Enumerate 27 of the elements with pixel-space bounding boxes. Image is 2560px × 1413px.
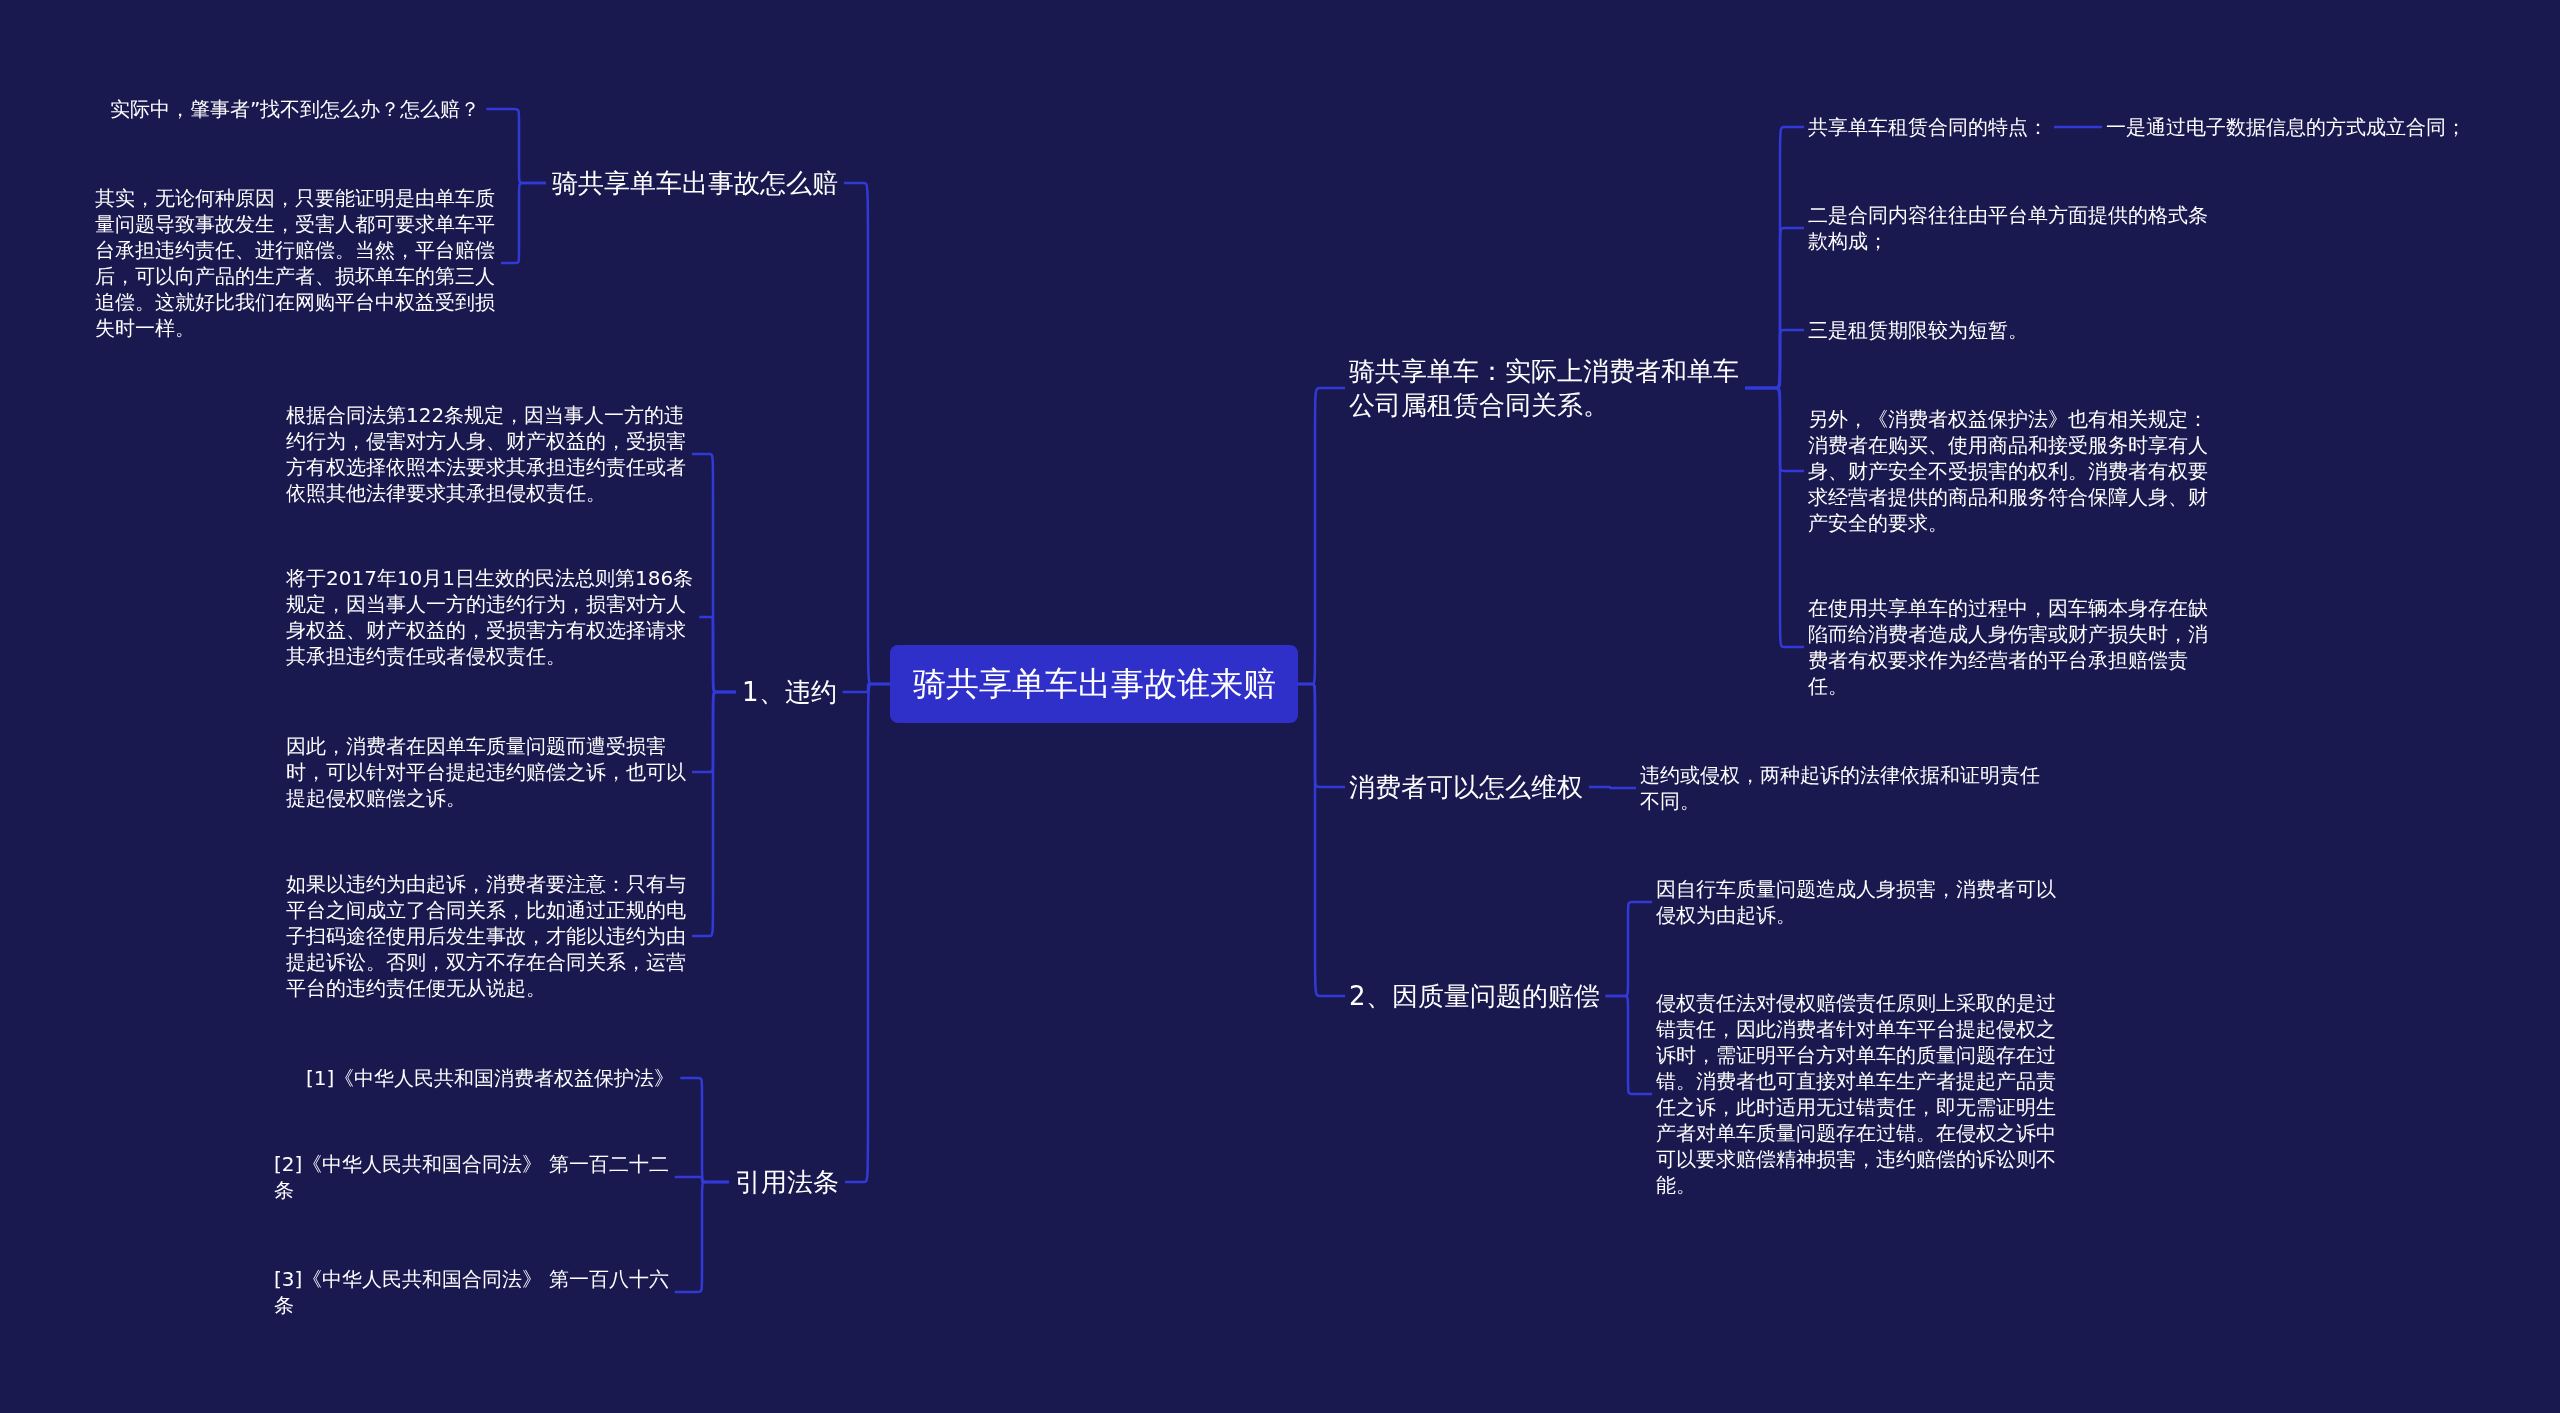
subtopic-text: 共享单车租赁合同的特点： bbox=[1808, 114, 2063, 140]
subtopic-text: 侵权责任法对侵权赔偿责任原则上采取的是过错责任，因此消费者针对单车平台提起侵权之诉时，需证明平台方对单车的质量问题存在过错。消费者也可直接对单车生产者提起产品责任之诉，此时适用无过错责任，即无需证明生产者对单车质量问题存在过错。在侵权之诉中可以要求赔偿精神损害，违约赔偿的诉讼则不能。 bbox=[1656, 990, 2068, 1198]
subtopic-text: 二是合同内容往往由平台单方面提供的格式条款构成； bbox=[1808, 202, 2220, 254]
topic-text: 引用法条 bbox=[735, 1165, 855, 1199]
topic-text: 2、因质量问题的赔偿 bbox=[1349, 979, 1619, 1013]
subtopic-text: 因此，消费者在因单车质量问题而遭受损害时，可以针对平台提起违约赔偿之诉，也可以提起侵权赔偿之诉。 bbox=[286, 733, 698, 811]
topic-text: 1、违约 bbox=[742, 675, 852, 709]
subtopic-text: 一是通过电子数据信息的方式成立合同； bbox=[2106, 114, 2506, 140]
topic-text: 消费者可以怎么维权 bbox=[1349, 770, 1599, 804]
subtopic-text: 如果以违约为由起诉，消费者要注意：只有与平台之间成立了合同关系，比如通过正规的电子扫码途径使用后发生事故，才能以违约为由提起诉讼。否则，双方不存在合同关系，运营平台的违约责任便无从说起。 bbox=[286, 871, 698, 1001]
subtopic-text: [2]《中华人民共和国合同法》 第一百二十二条 bbox=[274, 1151, 686, 1203]
subtopic-text: 将于2017年10月1日生效的民法总则第186条规定，因当事人一方的违约行为，损害对方人身权益、财产权益的，受损害方有权选择请求其承担违约责任或者侵权责任。 bbox=[286, 565, 698, 669]
subtopic-text: [1]《中华人民共和国消费者权益保护法》 bbox=[306, 1065, 691, 1091]
connector-line bbox=[1589, 785, 1636, 790]
central-topic: 骑共享单车出事故谁来赔 bbox=[890, 645, 1298, 723]
topic-text: 骑共享单车：实际上消费者和单车公司属租赁合同关系。 bbox=[1349, 354, 1749, 422]
subtopic-text: [3]《中华人民共和国合同法》 第一百八十六条 bbox=[274, 1266, 686, 1318]
subtopic-text: 另外，《消费者权益保护法》也有相关规定：消费者在购买、使用商品和接受服务时享有人身、财产安全不受损害的权利。消费者有权要求经营者提供的商品和服务符合保障人身、财产安全的要求。 bbox=[1808, 406, 2220, 536]
subtopic-text: 其实，无论何种原因，只要能证明是由单车质量问题导致事故发生，受害人都可要求单车平台承担违约责任、进行赔偿。当然，平台赔偿后，可以向产品的生产者、损坏单车的第三人追偿。这就好比我们在网购平台中权益受到损失时一样。 bbox=[95, 185, 505, 341]
subtopic-text: 在使用共享单车的过程中，因车辆本身存在缺陷而给消费者造成人身伤害或财产损失时，消费者有权要求作为经营者的平台承担赔偿责任。 bbox=[1808, 595, 2220, 699]
subtopic-text: 违约或侵权，两种起诉的法律依据和证明责任不同。 bbox=[1640, 762, 2052, 814]
connector-line bbox=[2054, 125, 2102, 129]
topic-text: 骑共享单车出事故怎么赔 bbox=[552, 166, 852, 200]
subtopic-text: 三是租赁期限较为短暂。 bbox=[1808, 317, 2220, 343]
subtopic-text: 实际中，肇事者”找不到怎么办？怎么赔？ bbox=[110, 96, 505, 122]
subtopic-text: 根据合同法第122条规定，因当事人一方的违约行为，侵害对方人身、财产权益的，受损害方有权选择依照本法要求其承担违约责任或者依照其他法律要求其承担侵权责任。 bbox=[286, 402, 698, 506]
subtopic-text: 因自行车质量问题造成人身损害，消费者可以侵权为由起诉。 bbox=[1656, 876, 2068, 928]
